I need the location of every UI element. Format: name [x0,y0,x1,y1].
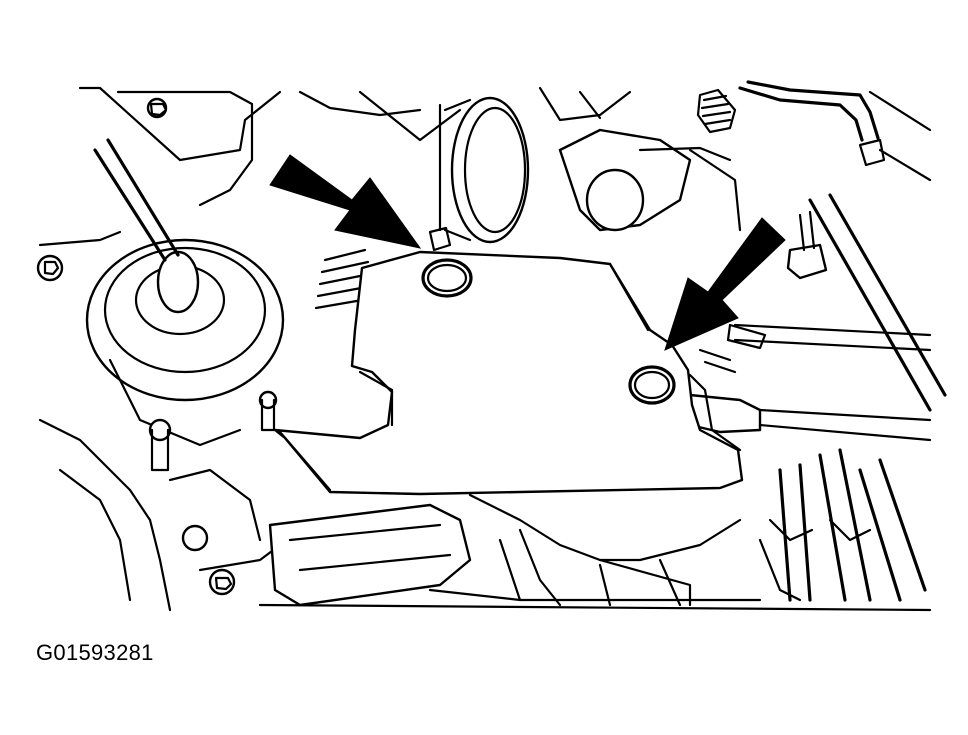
cap-plug-left [421,226,473,298]
cover-plate [273,250,744,496]
pointer-arrow-right [664,217,786,351]
engine-background-linework [36,80,947,612]
figure-id-caption: G01593281 [36,640,154,665]
cap-plug-right [628,365,676,405]
pointer-arrow-left [269,154,422,249]
